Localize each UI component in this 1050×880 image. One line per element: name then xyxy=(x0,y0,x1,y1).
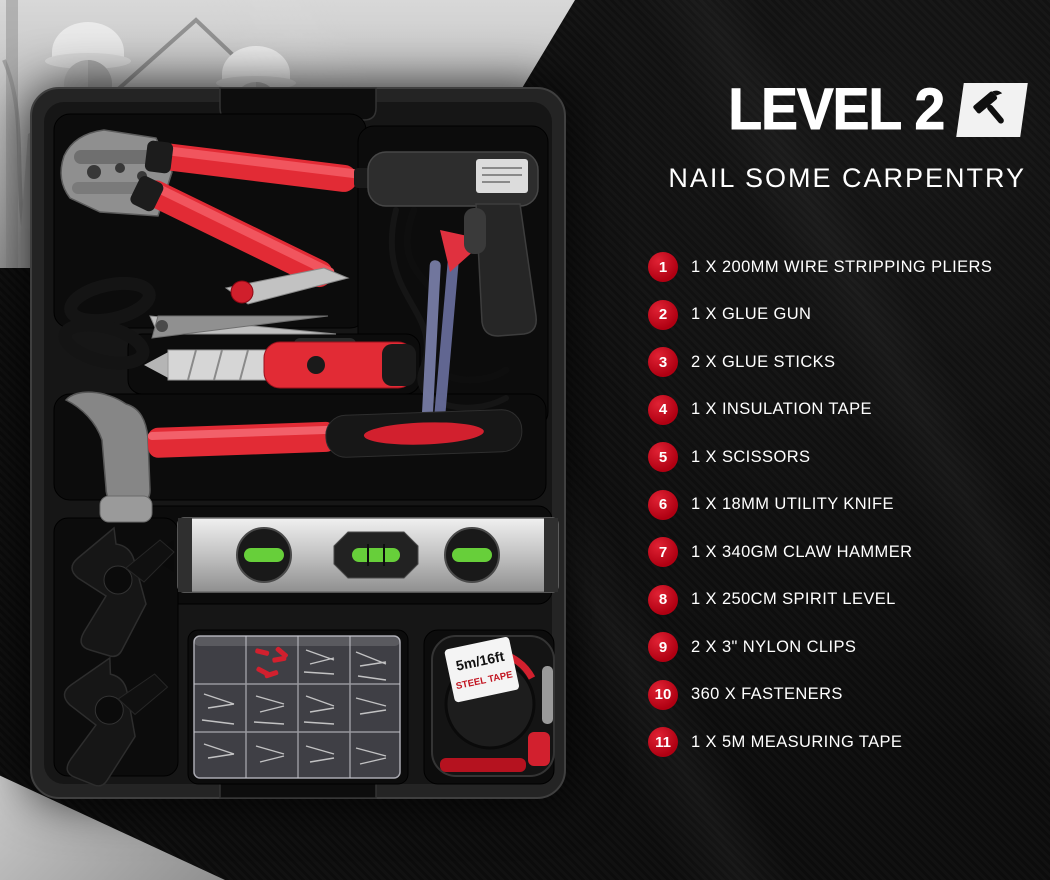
list-item: 4 1 X INSULATION TAPE xyxy=(648,394,1030,425)
item-number-badge: 5 xyxy=(648,442,678,472)
list-item: 3 2 X GLUE STICKS xyxy=(648,347,1030,377)
page-title: LEVEL 2 xyxy=(728,77,946,142)
measuring-tape: 5m/16ft STEEL TAPE xyxy=(431,635,555,777)
glue-gun xyxy=(354,151,539,444)
item-label: 1 X 250CM SPIRIT LEVEL xyxy=(691,590,896,608)
item-label: 1 X GLUE GUN xyxy=(691,305,812,323)
item-label: 2 X 3" NYLON CLIPS xyxy=(691,637,857,656)
item-number-badge: 10 xyxy=(648,679,678,710)
item-label: 1 X 340GM CLAW HAMMER xyxy=(691,542,913,561)
list-item: 5 1 X SCISSORS xyxy=(648,442,1030,472)
tape-label: 5m/16ft STEEL TAPE xyxy=(444,637,520,703)
list-item: 8 1 X 250CM SPIRIT LEVEL xyxy=(648,584,1030,615)
item-label: 1 X 18MM UTILITY KNIFE xyxy=(691,495,894,513)
item-label: 1 X 5M MEASURING TAPE xyxy=(691,732,903,751)
list-item: 1 1 X 200MM WIRE STRIPPING PLIERS xyxy=(648,252,1030,282)
item-number-badge: 11 xyxy=(648,727,678,757)
glue-sticks xyxy=(420,258,459,444)
header: LEVEL 2 xyxy=(630,80,1030,140)
info-panel: LEVEL 2 NAIL SOME CARPENTRY 1 1 X 200MM … xyxy=(630,80,1030,757)
item-number-badge: 3 xyxy=(648,347,678,377)
claw-hammer xyxy=(64,391,523,523)
red-wall-plugs xyxy=(255,646,288,679)
item-number-badge: 7 xyxy=(648,537,678,567)
contents-list: 1 1 X 200MM WIRE STRIPPING PLIERS 2 1 X … xyxy=(630,252,1030,757)
item-number-badge: 8 xyxy=(648,584,678,615)
item-number-badge: 1 xyxy=(648,252,678,282)
folding-knife xyxy=(224,267,350,305)
item-label: 360 X FASTENERS xyxy=(691,685,843,703)
item-label: 1 X INSULATION TAPE xyxy=(691,400,872,418)
item-label: 1 X SCISSORS xyxy=(691,447,811,466)
item-number-badge: 9 xyxy=(648,632,678,662)
tool-tray: 5m/16ft STEEL TAPE xyxy=(28,84,568,802)
wire-stripping-pliers xyxy=(60,129,358,288)
utility-knife xyxy=(144,338,416,389)
item-label: 1 X 200MM WIRE STRIPPING PLIERS xyxy=(691,257,993,276)
list-item: 2 1 X GLUE GUN xyxy=(648,299,1030,330)
item-label: 2 X GLUE STICKS xyxy=(691,352,836,371)
spirit-level xyxy=(148,517,559,593)
list-item: 9 2 X 3" NYLON CLIPS xyxy=(648,632,1030,662)
subtitle: NAIL SOME CARPENTRY xyxy=(668,163,1026,193)
scissors xyxy=(58,276,337,370)
item-number-badge: 2 xyxy=(648,299,678,330)
list-item: 7 1 X 340GM CLAW HAMMER xyxy=(648,537,1030,567)
item-number-badge: 4 xyxy=(648,394,678,425)
fastener-box xyxy=(193,635,401,779)
item-number-badge: 6 xyxy=(648,489,678,520)
list-item: 6 1 X 18MM UTILITY KNIFE xyxy=(648,489,1030,520)
silver-fasteners xyxy=(201,649,387,765)
hammer-icon xyxy=(956,83,1028,137)
list-item: 10 360 X FASTENERS xyxy=(648,679,1030,710)
list-item: 11 1 X 5M MEASURING TAPE xyxy=(648,727,1030,757)
